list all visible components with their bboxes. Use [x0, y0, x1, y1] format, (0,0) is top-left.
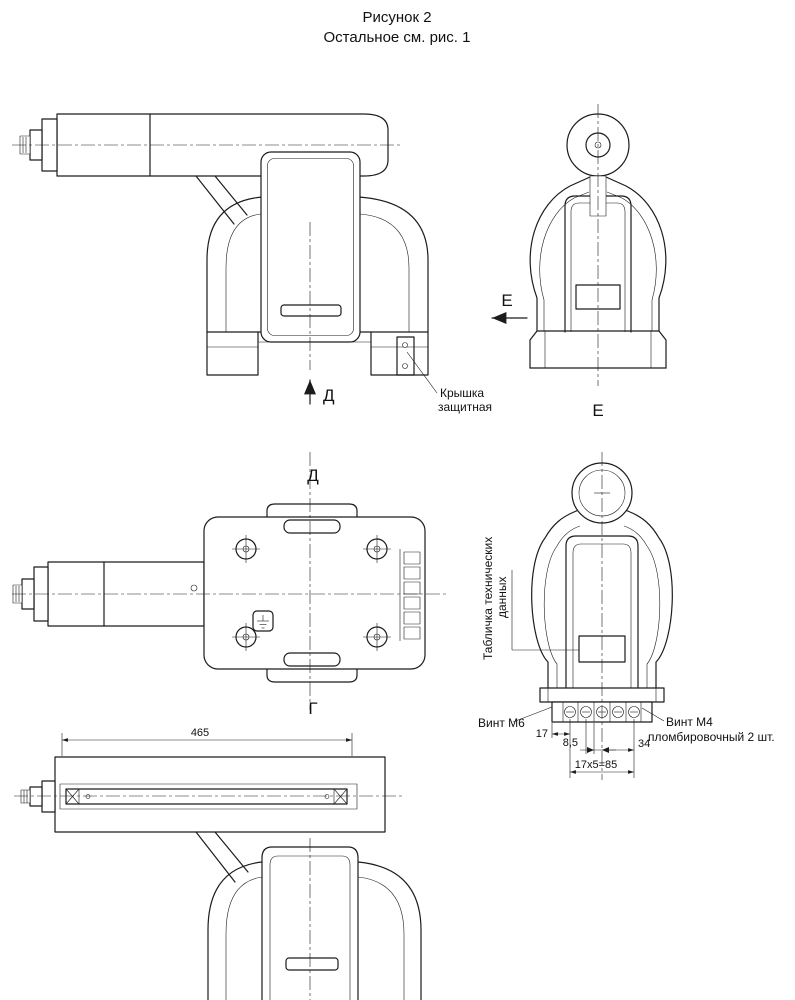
section-view-label: Г	[308, 699, 317, 718]
screw-m6-label: Винт М6	[478, 716, 525, 730]
foot-left	[206, 331, 259, 376]
mounting-plate	[203, 516, 426, 670]
frame-outer-right	[358, 196, 429, 333]
mount-screw	[232, 535, 260, 563]
dim-8-5: 8,5	[563, 737, 578, 749]
ground-symbol-icon	[252, 610, 274, 632]
mount-screw	[232, 623, 260, 651]
central-column	[260, 151, 361, 343]
body-outer-right	[605, 176, 667, 369]
cover-callout-line2: защитная	[438, 400, 492, 414]
plate-callout-line1: Табличка технических	[481, 537, 495, 660]
arch-tab-top	[266, 503, 358, 518]
terminal-strip-edge	[399, 549, 421, 641]
figure-subtitle: Остальное см. рис. 1	[324, 29, 471, 46]
plate-callout-line2: данных	[495, 576, 509, 618]
top-view-label: Д	[307, 466, 319, 485]
screw-m4-note: пломбировочный 2 шт.	[648, 730, 775, 744]
view-rear: Е Е	[491, 104, 667, 420]
frame-outer-left	[206, 196, 263, 333]
view-front: 17 8,5 34 17х5=85 Винт М6 Винт М4 пломби…	[478, 452, 775, 780]
dim-34: 34	[638, 738, 650, 750]
base-band	[539, 687, 665, 703]
view-side: Д Крышка защитная	[12, 113, 492, 414]
arch-tab-bottom	[266, 668, 358, 683]
terminal-screws	[564, 706, 640, 718]
dim-465: 465	[191, 727, 209, 739]
protective-cover-hatch	[396, 336, 415, 376]
body-outer-left	[529, 176, 591, 369]
conductor-rod	[65, 788, 348, 805]
dim-pitch: 17х5=85	[575, 759, 618, 771]
rear-arrow-label: Е	[501, 291, 512, 310]
rear-view-label: Е	[592, 401, 603, 420]
figure-title: Рисунок 2	[362, 9, 431, 26]
screw-m4-label: Винт М4	[666, 715, 713, 729]
view-top: Д	[12, 452, 448, 710]
view-section: Г 465	[14, 699, 422, 1000]
mount-screw	[363, 623, 391, 651]
mount-screw	[363, 535, 391, 563]
column-slot	[280, 304, 342, 317]
dim-17: 17	[536, 728, 548, 740]
side-arrow-label: Д	[323, 386, 335, 405]
cover-callout-line1: Крышка	[440, 386, 484, 400]
